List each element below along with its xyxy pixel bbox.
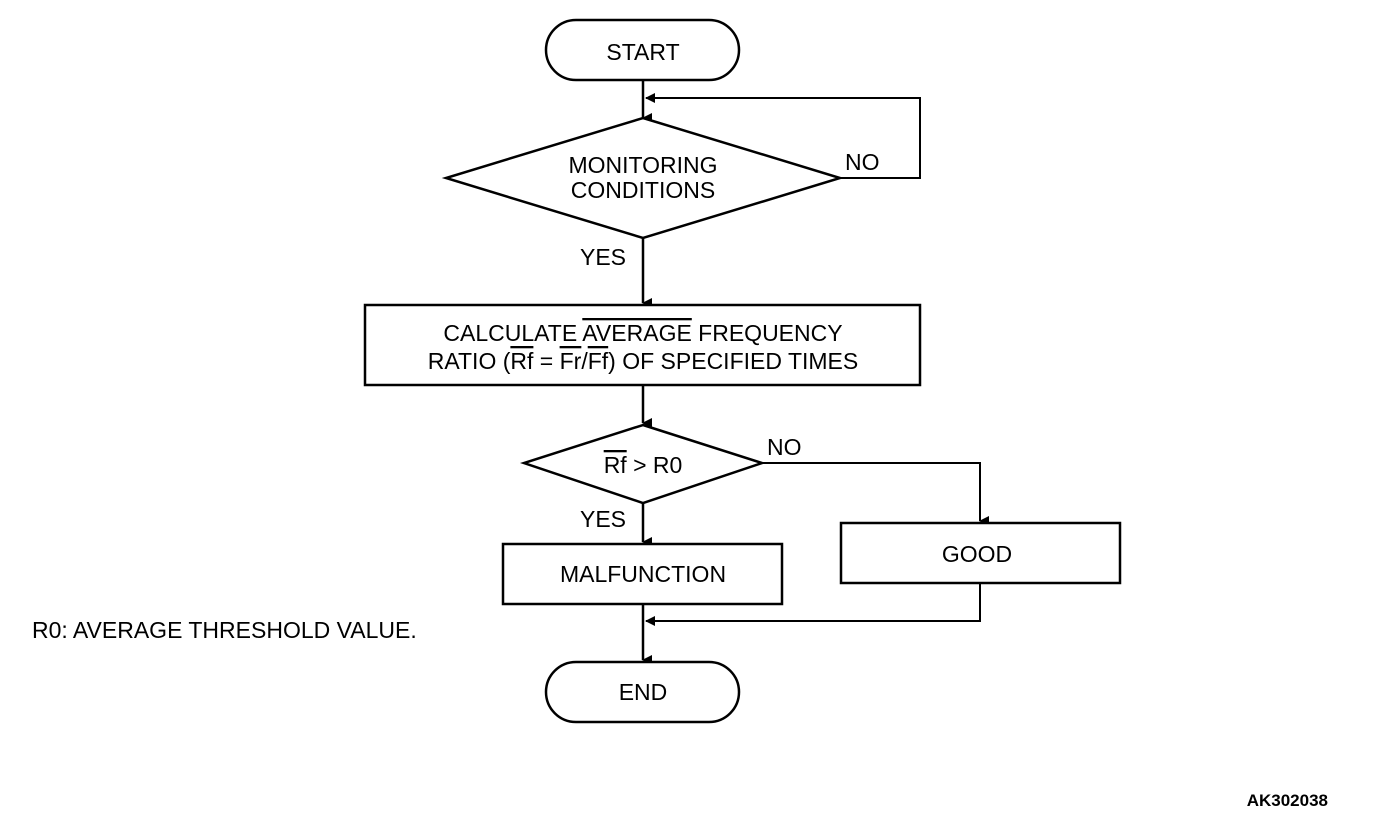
rf-decision: Rf > R0 [519,423,767,505]
calculate-label-line2: RATIO (Rf = Fr/Ff) OF SPECIFIED TIMES [428,348,858,374]
calculate-label-line1: CALCULATE AVERAGE FREQUENCY [443,320,842,346]
start-label: START [606,39,679,65]
end-label: END [619,679,668,705]
calculate-process: CALCULATE AVERAGE FREQUENCY RATIO (Rf = … [363,303,922,387]
monitoring-decision: MONITORING CONDITIONS [441,116,845,240]
arrow-good-to-end-merge [645,584,981,626]
connectors [641,80,989,665]
monitoring-no-label: NO [845,149,880,175]
monitoring-label-line1: MONITORING [568,152,717,178]
monitoring-yes-label: YES [580,244,626,270]
loop-no-monitoring [645,93,921,179]
figure-code: AK302038 [1247,791,1328,810]
threshold-note: R0: AVERAGE THRESHOLD VALUE. [32,617,417,643]
arrow-rf-no-to-good [762,462,989,526]
rf-decision-label: Rf > R0 [604,452,683,478]
malfunction-label: MALFUNCTION [560,561,726,587]
good-box: GOOD [839,521,1122,585]
start-terminal: START [544,18,741,82]
good-label: GOOD [942,541,1012,567]
malfunction-box: MALFUNCTION [501,542,784,606]
end-terminal: END [544,660,741,724]
rf-yes-label: YES [580,506,626,532]
monitoring-label-line2: CONDITIONS [571,177,715,203]
rf-no-label: NO [767,434,802,460]
